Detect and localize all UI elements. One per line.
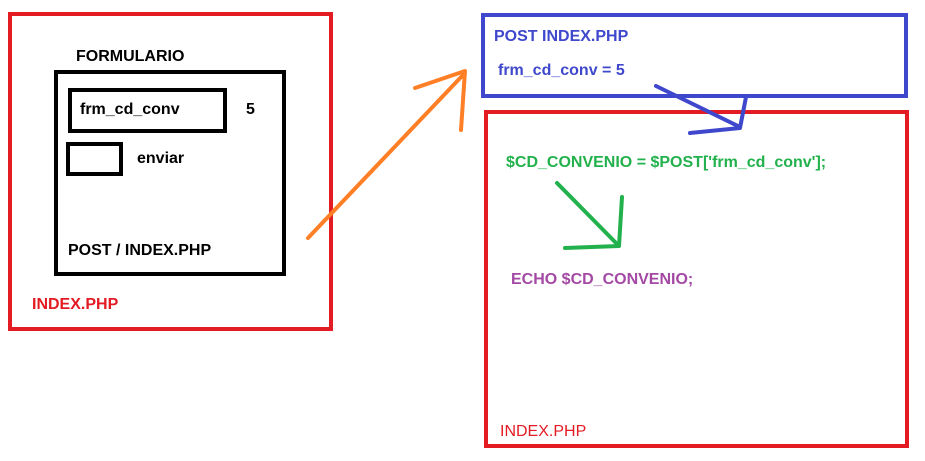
form-action-label: POST / INDEX.PHP bbox=[68, 242, 212, 259]
enviar-button[interactable] bbox=[66, 142, 123, 176]
post-request-box bbox=[481, 13, 908, 98]
echo-code-line: ECHO $CD_CONVENIO; bbox=[511, 271, 694, 288]
right-index-file-label: INDEX.PHP bbox=[500, 423, 587, 440]
frm-cd-conv-input[interactable] bbox=[68, 88, 227, 133]
frm-cd-conv-input-label: frm_cd_conv bbox=[80, 101, 180, 118]
post-value: frm_cd_conv = 5 bbox=[498, 62, 625, 79]
enviar-label: enviar bbox=[137, 150, 185, 167]
post-title: POST INDEX.PHP bbox=[494, 28, 629, 45]
form-title: FORMULARIO bbox=[76, 48, 185, 65]
left-index-file-label: INDEX.PHP bbox=[32, 296, 119, 313]
assign-code-line: $CD_CONVENIO = $POST['frm_cd_conv']; bbox=[506, 154, 827, 171]
form-box bbox=[54, 70, 286, 276]
field-value: 5 bbox=[246, 101, 255, 118]
